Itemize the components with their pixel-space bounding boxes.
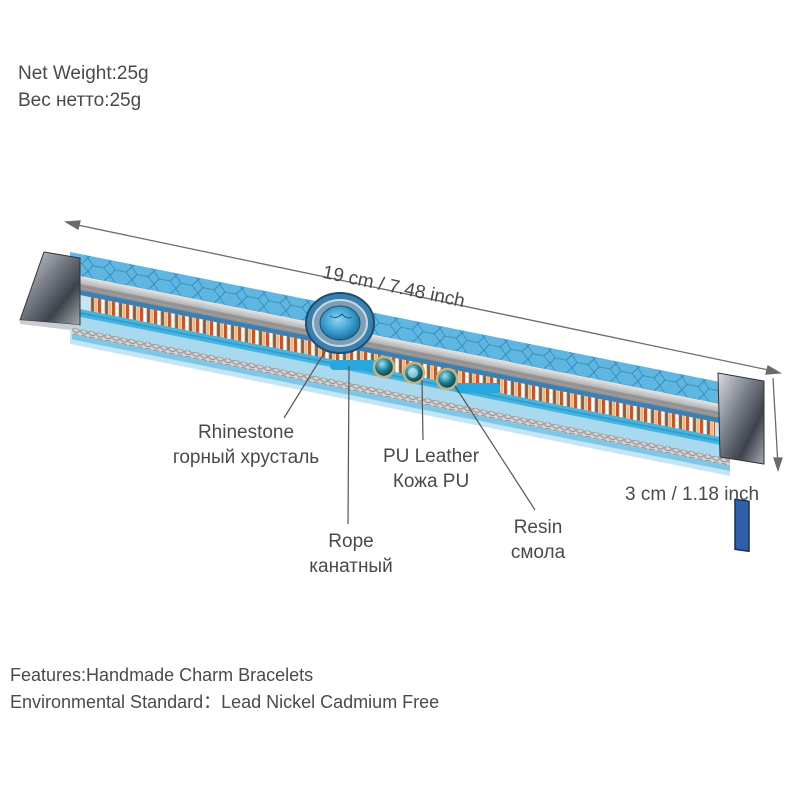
net-weight-en: Net Weight:25g [18,63,149,84]
net-weight-ru: Вес нетто:25g [18,90,142,111]
resin-label: Resin смола [500,515,576,565]
callout-leaders [283,349,536,525]
rope-label: Rope канатный [300,529,402,579]
right-magnetic-clasp [717,372,765,553]
silver-chain-strip [72,327,730,467]
turquoise-resin-charm [305,292,375,354]
length-dimension-arrow [63,220,783,375]
left-magnetic-clasp [19,251,81,330]
hex-leather-strip [70,252,730,407]
width-dimension-arrow [772,377,783,473]
resin-label-ru: смола [510,542,566,563]
bead-strip [90,297,715,437]
rope-wrap [330,360,500,393]
blue-chain-strip [78,289,728,425]
rhinestone-crystals [372,355,459,391]
rope-label-en: Rope [328,531,374,552]
silver-leather-strip [78,275,728,420]
pu-leather-label: PU Leather Кожа PU [372,444,490,494]
rhinestone-label-ru: горный хрусталь [172,447,320,468]
features-line: Features:Handmade Charm Bracelets [10,665,314,685]
environmental-standard-line: Environmental Standard：Lead Nickel Cadmi… [10,692,440,712]
rhinestone-label-en: Rhinestone [197,422,295,443]
resin-label-en: Resin [513,517,563,538]
pu-leather-label-ru: Кожа PU [392,471,470,492]
rope-label-ru: канатный [309,556,393,577]
rhinestone-label: Rhinestone горный хрусталь [158,420,334,470]
pu-leather-label-en: PU Leather [382,446,480,467]
width-label: 3 cm / 1.18 inch [625,484,760,505]
